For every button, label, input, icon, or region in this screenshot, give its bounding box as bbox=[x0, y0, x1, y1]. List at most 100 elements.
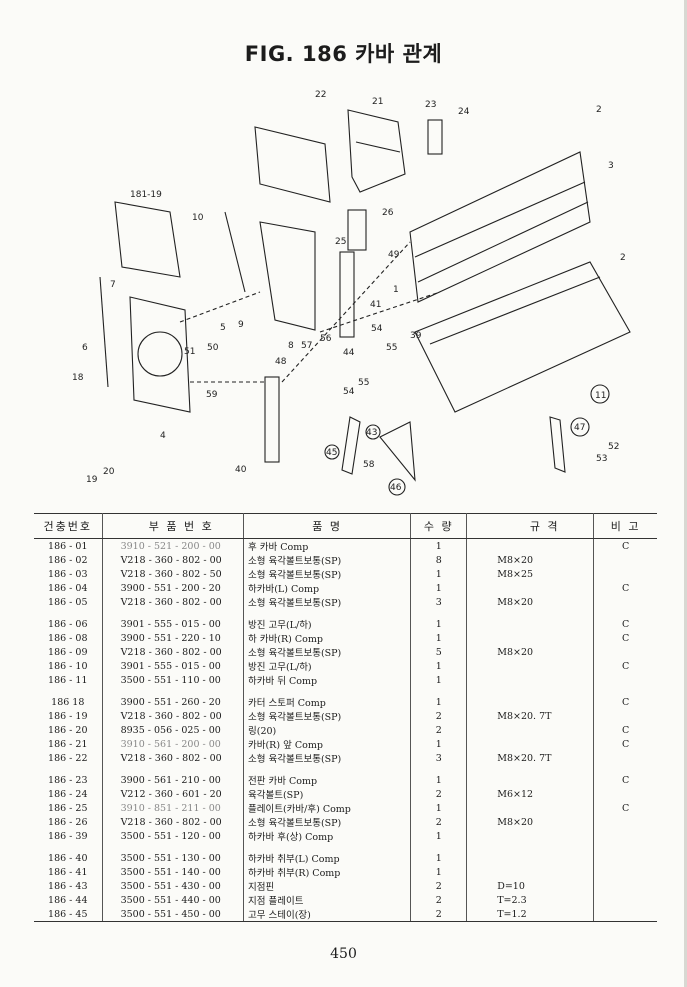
part-47-shape bbox=[549, 416, 566, 473]
cell-spec: M8×20. 7T bbox=[466, 709, 595, 723]
cell-part-number: V218 - 360 - 802 - 50 bbox=[102, 567, 245, 581]
cell-part-number: V212 - 360 - 601 - 20 bbox=[102, 787, 245, 801]
cell-quantity: 1 bbox=[410, 659, 468, 673]
cell-remark bbox=[594, 865, 657, 879]
cell-no: 186 - 25 bbox=[34, 801, 103, 815]
cell-spec: T=1.2 bbox=[466, 907, 595, 922]
cell-spec: M8×20 bbox=[466, 595, 595, 609]
svg-text:54: 54 bbox=[371, 324, 383, 334]
cell-part-name: 하카바 후(상) Comp bbox=[243, 829, 412, 843]
cell-part-name: 하카바 취부(L) Comp bbox=[243, 851, 412, 865]
svg-text:44: 44 bbox=[343, 348, 355, 358]
cell-spec: M8×25 bbox=[466, 567, 595, 581]
cell-part-number: 3500 - 551 - 110 - 00 bbox=[102, 673, 245, 687]
cell-no: 186 - 20 bbox=[34, 723, 103, 737]
cell-part-number: V218 - 360 - 802 - 00 bbox=[102, 709, 245, 723]
svg-text:23: 23 bbox=[425, 100, 436, 110]
svg-text:41: 41 bbox=[370, 300, 381, 310]
part-58-shape bbox=[379, 421, 416, 482]
cell-spec bbox=[466, 609, 595, 617]
cell-remark: C bbox=[621, 774, 630, 786]
part-41-shape bbox=[339, 251, 355, 338]
cell-spec bbox=[466, 581, 595, 595]
cell-spec bbox=[466, 723, 595, 737]
cell-remark bbox=[594, 843, 657, 851]
svg-text:9: 9 bbox=[238, 320, 244, 330]
table-gap-row bbox=[34, 609, 657, 617]
cell-quantity: 5 bbox=[410, 645, 468, 659]
svg-text:55: 55 bbox=[386, 343, 397, 353]
cell-remark: C bbox=[621, 660, 630, 672]
svg-text:43: 43 bbox=[366, 428, 377, 438]
header-part-number: 부 품 번 호 bbox=[102, 513, 245, 539]
cell-spec: M8×20 bbox=[466, 553, 595, 567]
cell-part-number: 3900 - 551 - 260 - 20 bbox=[102, 695, 245, 709]
cell-no: 186 - 06 bbox=[34, 617, 103, 631]
cell-part-number: 3900 - 551 - 200 - 20 bbox=[102, 581, 245, 595]
header-quantity: 수 량 bbox=[410, 513, 468, 539]
cell-part-name bbox=[243, 687, 412, 695]
cell-part-name: 하카바 뒤 Comp bbox=[243, 673, 412, 687]
svg-text:20: 20 bbox=[103, 467, 115, 477]
cell-part-name: 전판 카바 Comp bbox=[243, 773, 412, 787]
part-4-shape bbox=[129, 296, 191, 413]
cell-part-name: 카터 스토퍼 Comp bbox=[243, 695, 412, 709]
svg-text:181-19: 181-19 bbox=[130, 190, 162, 200]
cell-part-number: V218 - 360 - 802 - 00 bbox=[102, 595, 245, 609]
cell-quantity: 2 bbox=[410, 879, 468, 893]
cell-no: 186 - 44 bbox=[34, 893, 103, 907]
cell-remark bbox=[594, 595, 657, 609]
cell-quantity: 1 bbox=[410, 851, 468, 865]
cell-part-name: 하 카바(R) Comp bbox=[243, 631, 412, 645]
cell-no: 186 - 05 bbox=[34, 595, 103, 609]
cell-no: 186 - 22 bbox=[34, 751, 103, 765]
cell-spec bbox=[466, 695, 595, 709]
cell-no: 186 - 08 bbox=[34, 631, 103, 645]
cell-remark bbox=[594, 673, 657, 687]
cell-spec bbox=[466, 765, 595, 773]
cell-remark bbox=[594, 815, 657, 829]
cell-part-name bbox=[243, 765, 412, 773]
svg-text:51: 51 bbox=[184, 347, 195, 357]
cell-part-number bbox=[102, 843, 245, 851]
page-edge-shadow bbox=[684, 0, 687, 987]
cell-remark bbox=[594, 567, 657, 581]
cell-no: 186 - 26 bbox=[34, 815, 103, 829]
part-8-shape bbox=[259, 221, 316, 331]
cell-quantity bbox=[410, 609, 468, 617]
cell-remark bbox=[594, 553, 657, 567]
cell-part-name: 소형 육각볼트보통(SP) bbox=[243, 595, 412, 609]
cell-quantity: 8 bbox=[410, 553, 468, 567]
header-spec: 규 격 bbox=[466, 513, 595, 539]
part-1-shape bbox=[409, 151, 591, 303]
svg-text:57: 57 bbox=[301, 341, 312, 351]
svg-text:49: 49 bbox=[388, 250, 400, 260]
cell-part-number: 3910 - 521 - 200 - 00 bbox=[102, 538, 245, 553]
cell-remark: C bbox=[621, 582, 630, 594]
cell-part-number: 3901 - 555 - 015 - 00 bbox=[102, 659, 245, 673]
cell-spec: M8×20 bbox=[466, 645, 595, 659]
cell-remark bbox=[594, 645, 657, 659]
cell-no: 186 - 19 bbox=[34, 709, 103, 723]
cell-remark bbox=[594, 829, 657, 843]
cell-part-number: V218 - 360 - 802 - 00 bbox=[102, 751, 245, 765]
cell-part-name bbox=[243, 609, 412, 617]
cell-part-number bbox=[102, 687, 245, 695]
svg-text:21: 21 bbox=[372, 97, 383, 107]
